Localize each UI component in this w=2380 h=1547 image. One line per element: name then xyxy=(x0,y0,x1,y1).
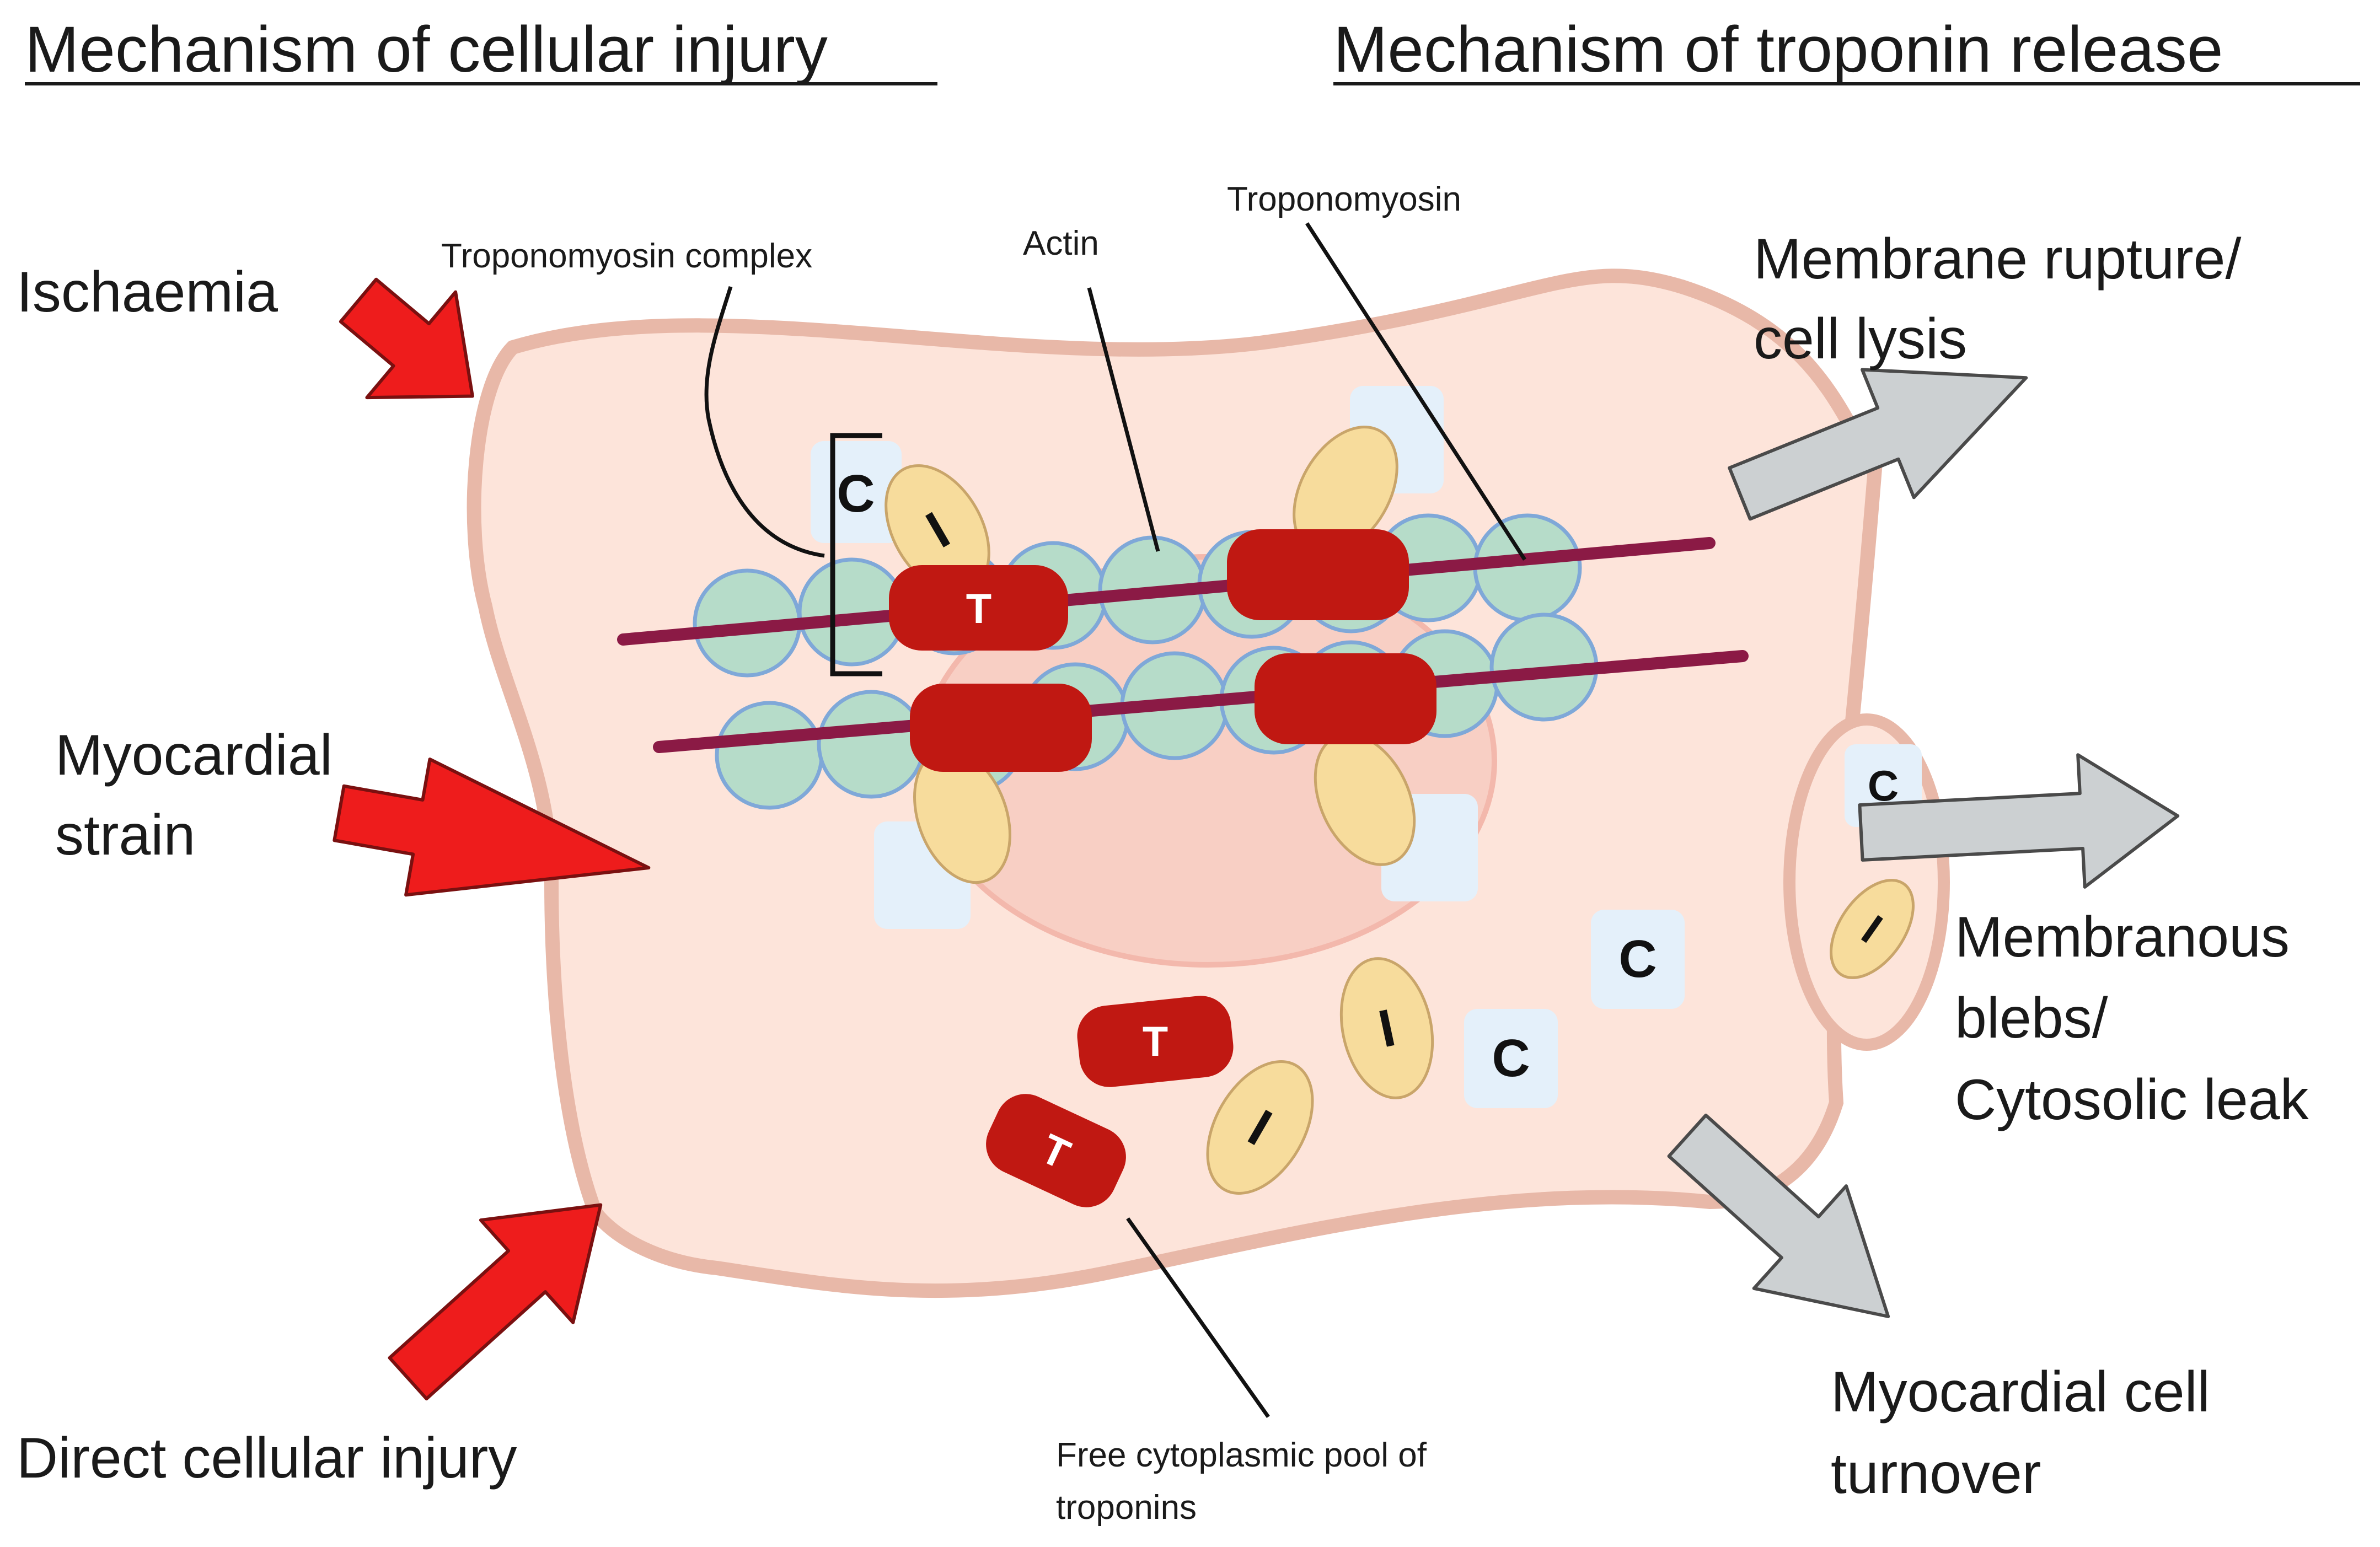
cause-direct-injury: Direct cellular injury xyxy=(17,1426,517,1490)
injury-arrow-strain xyxy=(333,758,651,897)
cause-myocardial-strain: Myocardial xyxy=(55,723,333,787)
troponin-i-free xyxy=(1339,957,1434,1099)
injury-arrow-direct xyxy=(388,1203,603,1401)
mechanism-membranous-blebs: Cytosolic leak xyxy=(1955,1068,2309,1132)
troponin-t-bound xyxy=(1227,529,1409,620)
injury-arrow-ischaemia xyxy=(339,277,474,400)
mechanism-membranous-blebs: Membranous xyxy=(1955,905,2290,969)
tropomyosin-strand-lower xyxy=(653,650,1749,753)
label-free-pool: troponins xyxy=(1056,1489,1197,1527)
complex-bracket xyxy=(830,433,882,676)
troponin-c-free xyxy=(1464,1009,1558,1108)
troponin-c-bound-label: C xyxy=(837,464,875,523)
troponin-t-bound xyxy=(910,684,1092,772)
heading-troponin-release: Mechanism of troponin release xyxy=(1333,13,2223,86)
mechanism-cell-turnover: turnover xyxy=(1831,1442,2041,1506)
tropomyosin-strand-upper xyxy=(617,537,1716,646)
release-arrow-bleb xyxy=(1858,753,2180,889)
mechanism-membrane-rupture: Membrane rupture/ xyxy=(1754,227,2242,291)
mechanism-membranous-blebs: blebs/ xyxy=(1955,986,2108,1050)
troponin-t-free xyxy=(986,1094,1126,1207)
troponin-i-bleb xyxy=(1830,879,1915,979)
label-actin: Actin xyxy=(1023,224,1099,262)
troponin-c-free-label: C xyxy=(1492,1029,1530,1088)
heading-cellular-injury: Mechanism of cellular injury xyxy=(25,13,828,86)
cause-ischaemia: Ischaemia xyxy=(17,260,278,324)
troponin-t-free-label: T xyxy=(1143,1018,1168,1065)
troponin-c-free xyxy=(1591,910,1685,1009)
release-arrow-turnover xyxy=(1667,1113,1890,1318)
complex-leader-line xyxy=(704,286,825,558)
troponin-c-free-label: C xyxy=(1618,930,1657,989)
mechanism-membrane-rupture: cell lysis xyxy=(1754,307,1967,371)
label-tropomyosin: Troponomyosin xyxy=(1227,180,1461,218)
troponin-t-free xyxy=(1077,996,1234,1087)
troponin-t-bound xyxy=(1255,653,1436,744)
troponin-t-bound xyxy=(889,565,1068,651)
free-pool-leader-line xyxy=(1126,1217,1270,1419)
label-troponomyosin-complex: Troponomyosin complex xyxy=(441,237,812,275)
tropomyosin-leader-line xyxy=(1305,222,1526,561)
troponin-i-free xyxy=(1206,1060,1314,1195)
mechanism-cell-turnover: Myocardial cell xyxy=(1831,1360,2210,1424)
label-free-pool: Free cytoplasmic pool of xyxy=(1056,1436,1427,1474)
release-arrow-rupture xyxy=(1728,368,2028,521)
actin-leader-line xyxy=(1087,287,1160,552)
troponin-t-bound-label: T xyxy=(966,586,991,632)
cause-myocardial-strain: strain xyxy=(55,803,195,867)
